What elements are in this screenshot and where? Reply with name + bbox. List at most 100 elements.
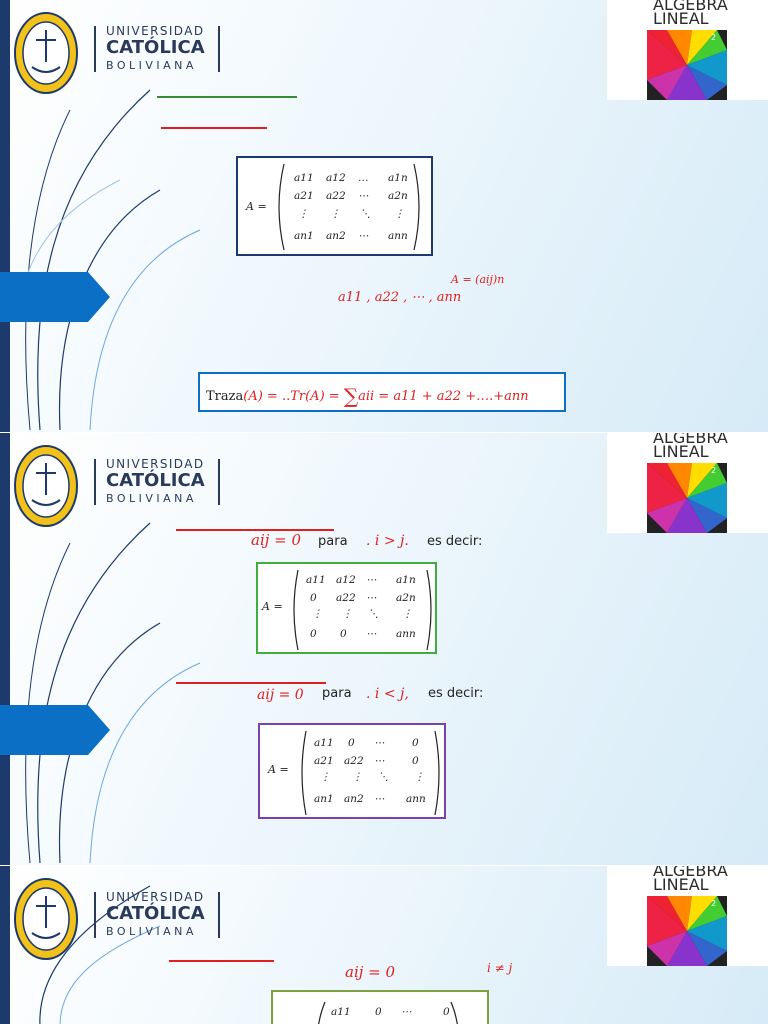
- matrix-brackets: [318, 1001, 458, 1024]
- matrix-cell: an1: [294, 230, 314, 242]
- matrix-cell: a12: [326, 172, 346, 184]
- matrix-brackets: [293, 569, 432, 651]
- book-cover-art-icon: 2: [647, 30, 727, 100]
- matrix-cell: a11: [294, 172, 314, 184]
- matrix-cell: ⋯: [366, 592, 377, 604]
- matrix-brackets: [278, 163, 420, 251]
- red-underline: [176, 682, 326, 684]
- matrix-cell: 0: [443, 1006, 450, 1018]
- es-decir-text: es decir:: [428, 686, 484, 701]
- book-cover: ÁLGEBRA LINEAL 2: [607, 433, 768, 533]
- matrix-cell: an1: [314, 793, 334, 805]
- matrix-cell: ⋮: [402, 608, 413, 620]
- matrix-cell: ann: [406, 793, 426, 805]
- arrow-tab-icon: [0, 272, 110, 322]
- matrix-cell: ⋯: [374, 737, 385, 749]
- matrix-cell: ⋱: [360, 208, 371, 220]
- matrix-cell: 0: [310, 628, 317, 640]
- red-underline: [176, 529, 334, 531]
- logo-divider-left: [94, 892, 96, 938]
- university-name-line1: UNIVERSIDAD: [106, 890, 205, 904]
- svg-text:2: 2: [711, 466, 716, 475]
- red-underline: [161, 127, 267, 129]
- matrix-cell: ⋮: [394, 208, 405, 220]
- matrix-cell: ⋮: [320, 771, 331, 783]
- matrix-cell: a22: [336, 592, 356, 604]
- diagonal-matrix-box: a11 0 ⋯ 0: [271, 990, 489, 1024]
- condition-equation: aij = 0: [251, 531, 302, 549]
- matrix-cell: 0: [375, 1006, 382, 1018]
- arrow-tab-icon: [0, 705, 110, 755]
- condition-equation: aij = 0: [345, 963, 396, 981]
- matrix-cell: ⋱: [368, 608, 379, 620]
- left-accent-bar: [0, 866, 10, 1024]
- para-text: para: [322, 686, 352, 701]
- logo-divider-right: [218, 892, 220, 938]
- logo-divider-left: [94, 459, 96, 505]
- diagonal-elements: a11 , a22 , ⋯ , ann: [338, 290, 462, 305]
- matrix-cell: ⋯: [358, 230, 369, 242]
- matrix-cell: a11: [306, 574, 326, 586]
- matrix-cell: ⋮: [414, 771, 425, 783]
- book-title: ÁLGEBRA LINEAL: [653, 0, 728, 28]
- matrix-cell: ⋱: [378, 771, 389, 783]
- matrix-cell: ⋯: [366, 628, 377, 640]
- matrix-cell: a21: [314, 755, 334, 767]
- matrix-cell: ann: [396, 628, 416, 640]
- university-logo: UNIVERSIDAD CATÓLICA BOLIVIANA: [94, 24, 234, 74]
- university-logo: UNIVERSIDAD CATÓLICA BOLIVIANA: [94, 457, 234, 507]
- book-title: ÁLGEBRA LINEAL: [653, 433, 728, 461]
- matrix-cell: ⋮: [298, 208, 309, 220]
- matrix-cell: ⋮: [330, 208, 341, 220]
- matrix-lhs: A =: [262, 600, 283, 613]
- matrix-cell: ⋯: [374, 755, 385, 767]
- matrix-cell: …: [358, 172, 369, 184]
- matrix-cell: ⋮: [352, 771, 363, 783]
- decorative-curves: [39, 885, 161, 1024]
- condition-inequality: . i < j,: [366, 686, 409, 702]
- upper-triangular-matrix-box: A = a11 a12 ⋯ a1n 0 a22 ⋯ a2n ⋮ ⋮ ⋱ ⋮ 0 …: [256, 562, 437, 654]
- svg-text:2: 2: [711, 33, 716, 42]
- matrix-cell: a12: [336, 574, 356, 586]
- logo-divider-right: [218, 459, 220, 505]
- trace-formula: Traza(A) = ..Tr(A) = ∑aii = a11 + a22 +……: [206, 384, 529, 408]
- university-name-line3: BOLIVIANA: [106, 492, 197, 505]
- university-name-line2: CATÓLICA: [106, 37, 205, 58]
- matrix-cell: a11: [314, 737, 334, 749]
- es-decir-text: es decir:: [427, 534, 483, 549]
- left-accent-bar: [0, 433, 10, 865]
- matrix-lhs: A =: [246, 200, 267, 213]
- matrix-cell: a2n: [396, 592, 416, 604]
- matrix-brackets: [301, 730, 440, 816]
- book-cover: ÁLGEBRA LINEAL 2: [607, 866, 768, 966]
- matrix-notation: A = (aij)n: [451, 273, 505, 286]
- matrix-cell: ⋮: [312, 608, 323, 620]
- para-text: para: [318, 534, 348, 549]
- green-underline: [157, 96, 297, 98]
- logo-divider-left: [94, 26, 96, 72]
- university-name-line1: UNIVERSIDAD: [106, 457, 205, 471]
- university-name-line2: CATÓLICA: [106, 470, 205, 491]
- trace-formula-box: Traza(A) = ..Tr(A) = ∑aii = a11 + a22 +……: [198, 372, 566, 412]
- book-cover-art-icon: 2: [647, 896, 727, 966]
- matrix-cell: 0: [348, 737, 355, 749]
- matrix-cell: a21: [294, 190, 314, 202]
- condition-inequality: i ≠ j: [487, 961, 513, 975]
- university-seal-icon: [14, 445, 78, 527]
- matrix-cell: 0: [412, 737, 419, 749]
- university-name-line2: CATÓLICA: [106, 903, 205, 924]
- matrix-cell: 0: [310, 592, 317, 604]
- university-logo: UNIVERSIDAD CATÓLICA BOLIVIANA: [94, 890, 234, 940]
- matrix-cell: a1n: [396, 574, 416, 586]
- matrix-cell: an2: [326, 230, 346, 242]
- condition-inequality: . i > j.: [366, 533, 409, 549]
- slide-3: UNIVERSIDAD CATÓLICA BOLIVIANA ÁLGEBRA L…: [0, 866, 768, 1024]
- book-cover-art-icon: 2: [647, 463, 727, 533]
- matrix-cell: a22: [344, 755, 364, 767]
- university-seal-icon: [14, 878, 78, 960]
- svg-text:2: 2: [711, 899, 716, 908]
- matrix-cell: a2n: [388, 190, 408, 202]
- red-underline: [169, 960, 274, 962]
- university-seal-icon: [14, 12, 78, 94]
- matrix-lhs: A =: [268, 763, 289, 776]
